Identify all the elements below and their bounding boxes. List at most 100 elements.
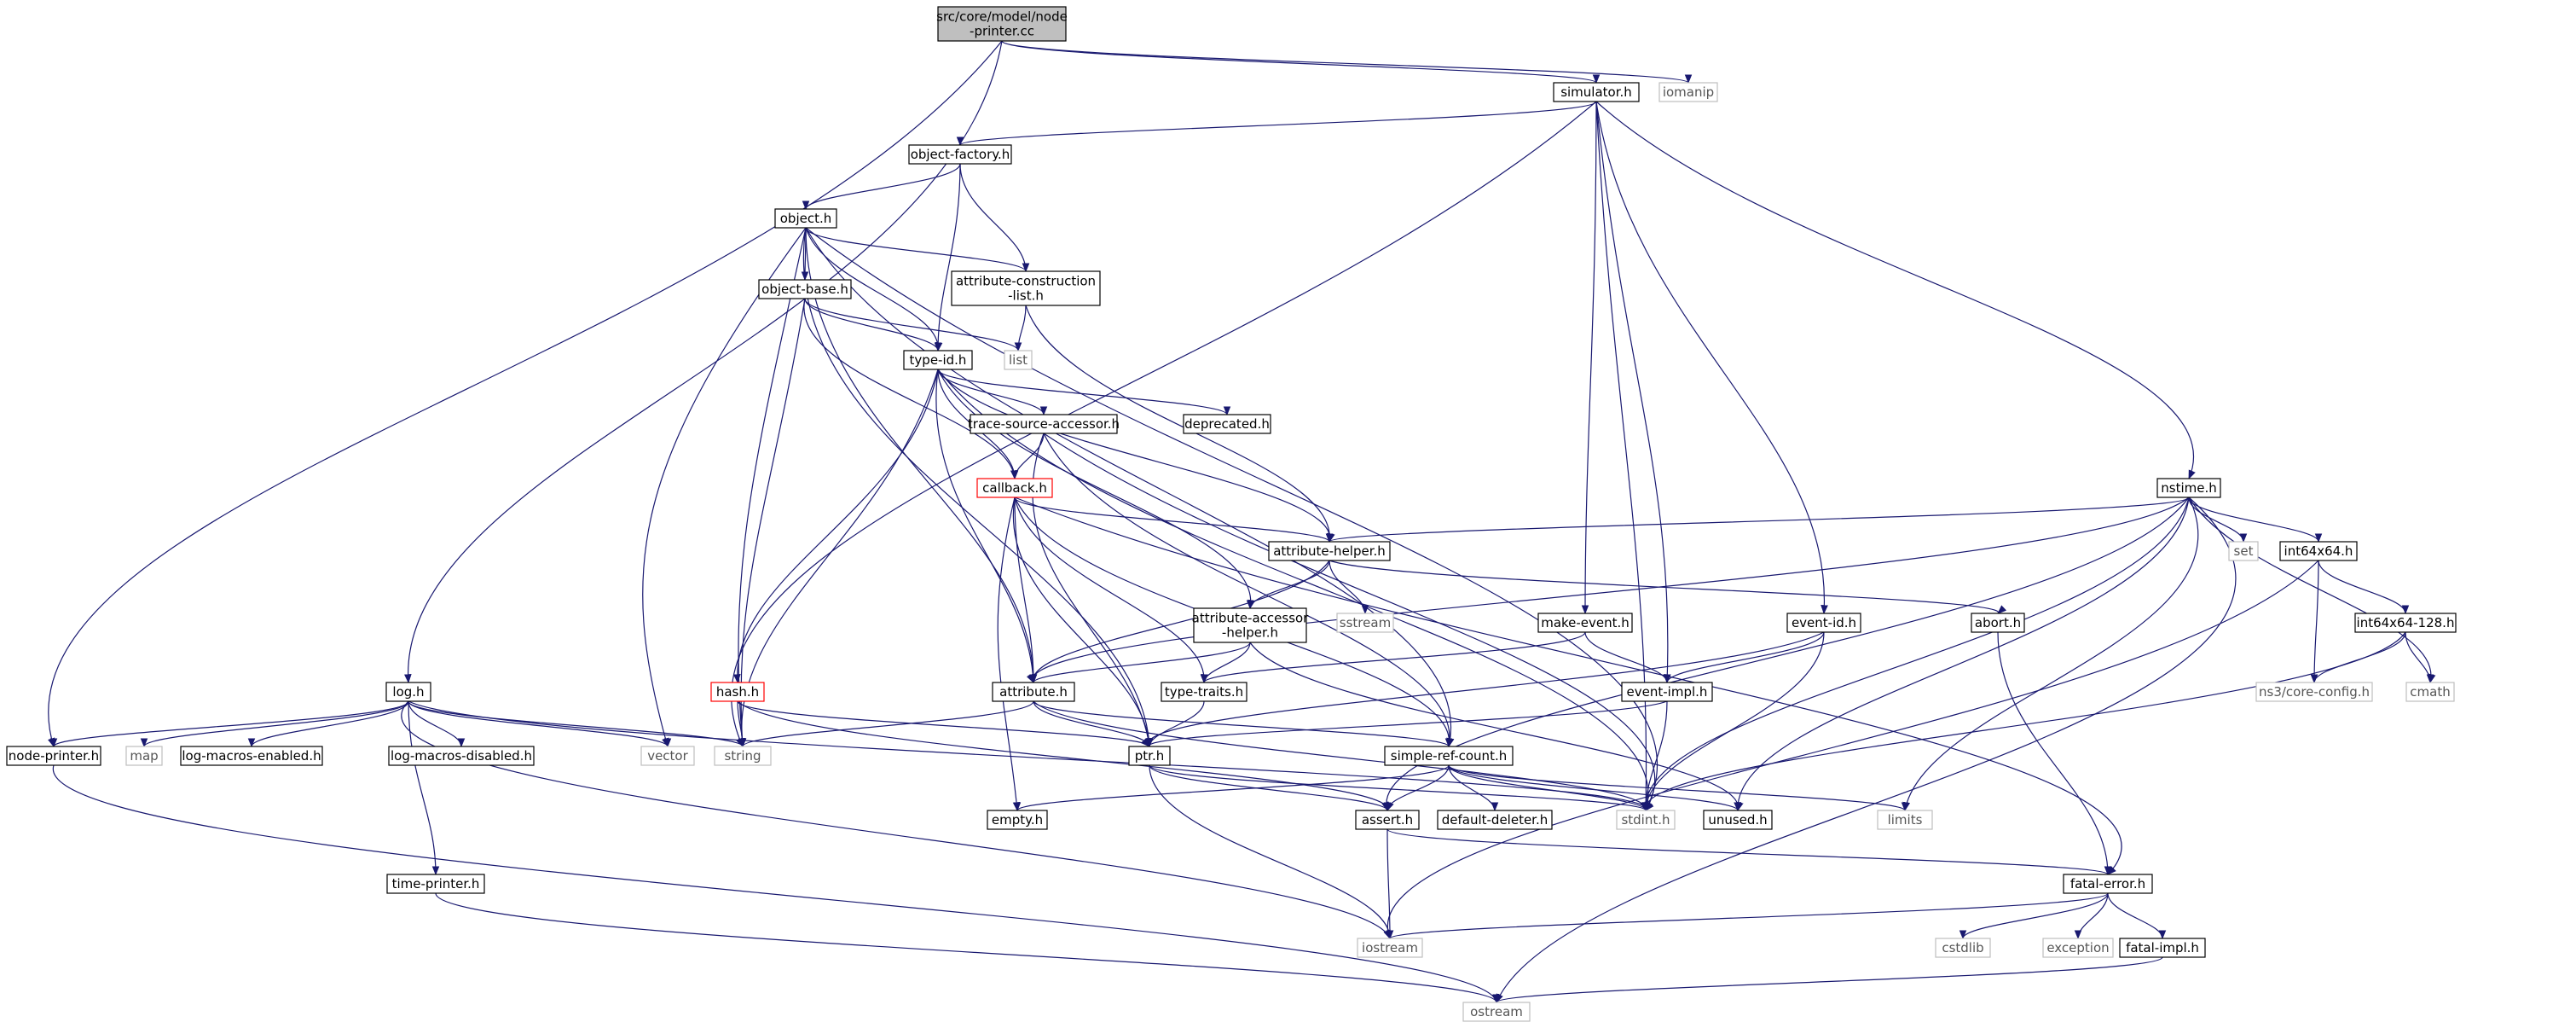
node-object-factory[interactable]: object-factory.h (908, 144, 1012, 165)
edge-int64x64-to-core_config (2310, 560, 2319, 684)
edge-make_event-to-type_traits (1200, 631, 1586, 684)
edges (48, 40, 2436, 1004)
edge-attr_helper-to-attr_accessor (1246, 560, 1330, 610)
node-box (774, 208, 837, 229)
node-attr-helper[interactable]: attribute-helper.h (1268, 541, 1391, 561)
edge-simulator-to-string (731, 101, 1597, 747)
node-label: fatal-impl.h (2126, 940, 2199, 955)
node-box (710, 682, 765, 702)
edge-object-to-ptr (802, 227, 1153, 748)
node-label: hash.h (716, 684, 759, 700)
edge-type_id-to-string (738, 369, 939, 748)
node-log[interactable]: log.h (385, 682, 431, 702)
node-label: attribute-helper.h (1273, 543, 1386, 559)
node-box (1437, 810, 1553, 830)
node-log-enabled[interactable]: log-macros-enabled.h (180, 746, 323, 766)
node-abort[interactable]: abort.h (1971, 613, 2025, 633)
edge-type_id-to-hash (733, 369, 939, 684)
node-label: default-deleter.h (1442, 812, 1548, 828)
edge-type_traits-to-ptr (1145, 700, 1205, 748)
node-event-id[interactable]: event-id.h (1786, 613, 1861, 633)
node-int64x64[interactable]: int64x64.h (2279, 541, 2358, 561)
node-box (1183, 414, 1271, 434)
node-box (1877, 810, 1933, 830)
node-iostream: iostream (1357, 938, 1423, 958)
edge-nstime-to-set (2188, 497, 2248, 543)
edge-object_factory-to-object (802, 163, 961, 211)
edge-nstime-to-ostream (1496, 497, 2237, 1003)
node-box (903, 350, 973, 370)
node-callback[interactable]: callback.h (976, 478, 1053, 498)
node-simple-ref[interactable]: simple-ref-count.h (1384, 746, 1514, 766)
node-label: exception (2046, 940, 2109, 955)
node-event-impl[interactable]: event-impl.h (1621, 682, 1713, 702)
node-time-printer[interactable]: time-printer.h (386, 874, 485, 894)
node-hash[interactable]: hash.h (710, 682, 765, 702)
node-attribute[interactable]: attribute.h (992, 682, 1075, 702)
edge-ptr-to-assert (1149, 764, 1392, 812)
node-node-printer[interactable]: node-printer.h (6, 746, 101, 766)
edge-simple_ref-to-limits (1448, 764, 1909, 812)
node-ptr[interactable]: ptr.h (1128, 746, 1171, 766)
node-attr-accessor[interactable]: attribute-accessor-helper.h (1192, 607, 1310, 643)
node-default-deleter[interactable]: default-deleter.h (1437, 810, 1553, 830)
node-simulator[interactable]: simulator.h (1553, 82, 1640, 102)
node-trace-source[interactable]: trace-source-accessor.h (968, 414, 1120, 434)
node-type-traits[interactable]: type-traits.h (1161, 682, 1247, 702)
node-int64x64-128[interactable]: int64x64-128.h (2354, 613, 2457, 633)
node-box (2405, 682, 2455, 702)
node-log-disabled[interactable]: log-macros-disabled.h (388, 746, 535, 766)
node-label: assert.h (1362, 812, 1413, 828)
node-object[interactable]: object.h (774, 208, 837, 229)
edge-trace_source-to-stdint (1043, 433, 1656, 811)
edge-root-to-iomanip (1001, 40, 1692, 84)
edge-simulator-to-object_factory (957, 101, 1597, 147)
edge-nstime-to-int64x64 (2188, 497, 2323, 543)
node-unused[interactable]: unused.h (1703, 810, 1773, 830)
node-label: ptr.h (1135, 748, 1164, 764)
node-label: cmath (2410, 684, 2450, 700)
node-label: object.h (780, 211, 832, 226)
node-box (1336, 613, 1394, 633)
node-label: event-impl.h (1627, 684, 1708, 700)
edge-event_impl-to-ptr (1141, 700, 1668, 747)
node-label: time-printer.h (392, 876, 480, 892)
node-label: log.h (392, 684, 424, 700)
node-string: string (714, 746, 772, 766)
edge-object_base-to-callback (803, 298, 1018, 480)
edge-callback-to-empty (997, 497, 1021, 812)
edge-attr_helper-to-sstream (1329, 560, 1369, 615)
node-fatal-impl[interactable]: fatal-impl.h (2119, 938, 2206, 958)
node-label: ns3/core-config.h (2259, 684, 2370, 700)
edge-object_base-to-string (738, 298, 806, 748)
node-core-config: ns3/core-config.h (2255, 682, 2373, 702)
node-object-base[interactable]: object-base.h (758, 279, 852, 299)
edge-int64x64-to-int64x64_128 (2318, 560, 2410, 615)
edge-callback-to-type_traits (1014, 497, 1209, 684)
node-map: map (125, 746, 163, 766)
node-empty[interactable]: empty.h (987, 810, 1048, 830)
edge-trace_source-to-callback (1010, 433, 1045, 480)
node-box (388, 746, 535, 766)
node-nstime[interactable]: nstime.h (2156, 478, 2221, 498)
edge-make_event-to-event_impl (1584, 631, 1671, 684)
node-box (1193, 607, 1307, 643)
node-label: object-factory.h (911, 147, 1010, 162)
node-deprecated[interactable]: deprecated.h (1183, 414, 1271, 434)
node-make-event[interactable]: make-event.h (1537, 613, 1633, 633)
node-cmath: cmath (2405, 682, 2455, 702)
node-label: type-traits.h (1165, 684, 1243, 700)
node-box (2042, 938, 2114, 958)
node-box (180, 746, 323, 766)
edge-object-to-stdint (805, 227, 1658, 811)
edge-type_id-to-trace_source (937, 369, 1048, 416)
node-fatal-error[interactable]: fatal-error.h (2063, 874, 2153, 894)
node-root[interactable]: src/core/model/node-printer.cc (936, 6, 1068, 42)
node-attr-construction[interactable]: attribute-construction-list.h (951, 270, 1101, 306)
node-assert[interactable]: assert.h (1355, 810, 1420, 830)
node-label: trace-source-accessor.h (968, 416, 1120, 432)
edge-log-to-iostream (401, 700, 1391, 940)
edge-simple_ref-to-assert (1383, 764, 1450, 812)
node-type-id[interactable]: type-id.h (903, 350, 973, 370)
node-box (2156, 478, 2221, 498)
